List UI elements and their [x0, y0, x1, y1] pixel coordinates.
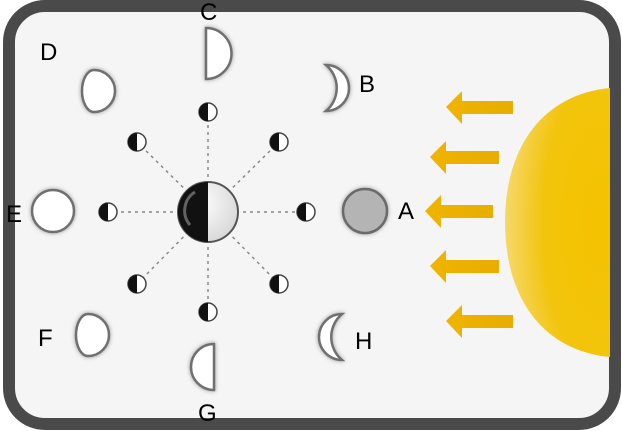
phase-h-crescent	[317, 312, 346, 362]
label-d: D	[40, 39, 57, 66]
label-g: G	[198, 400, 217, 427]
orbit-moon	[127, 274, 147, 294]
phase-a-new-moon	[341, 187, 389, 235]
sunlight-arrow	[425, 195, 493, 228]
label-h: H	[355, 328, 372, 355]
phase-f-gibbous	[74, 312, 111, 358]
label-a: A	[398, 198, 414, 225]
sunlight-arrow	[430, 141, 499, 174]
sunlight-arrow	[446, 305, 513, 338]
orbit-moon	[269, 274, 289, 294]
label-e: E	[6, 201, 22, 228]
orbit-moon	[296, 202, 316, 222]
sunlight-arrow	[446, 91, 513, 124]
phase-g-half	[189, 342, 216, 392]
phase-e-full-moon	[30, 188, 76, 234]
label-c: C	[200, 0, 217, 26]
orbit-moon	[269, 132, 289, 152]
orbit-moon	[198, 102, 218, 122]
phase-b-crescent	[322, 63, 351, 113]
earth	[177, 181, 239, 243]
orbit-moon	[198, 302, 218, 322]
orbit-moons	[98, 102, 316, 322]
orbit-moon	[127, 132, 147, 152]
phase-d-gibbous	[80, 68, 117, 114]
phase-shapes	[30, 26, 389, 392]
label-b: B	[359, 71, 375, 98]
sun	[505, 88, 610, 357]
sunlight-arrows	[425, 91, 513, 338]
orbit-moon	[98, 202, 118, 222]
phase-c-half	[204, 26, 233, 81]
label-f: F	[38, 325, 53, 352]
sunlight-arrow	[430, 250, 499, 283]
